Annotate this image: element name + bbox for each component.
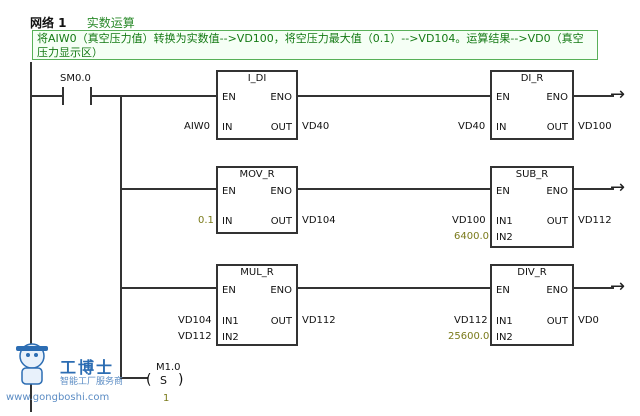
pin-in: IN bbox=[222, 216, 233, 227]
pin-out: OUT bbox=[270, 316, 292, 327]
rung-end-arrow-icon: → bbox=[610, 84, 626, 105]
coil-type[interactable]: S bbox=[160, 374, 167, 387]
operand-in2[interactable]: 25600.0 bbox=[448, 331, 490, 342]
pin-eno: ENO bbox=[546, 92, 568, 103]
rung-wire bbox=[574, 95, 614, 97]
pin-eno: ENO bbox=[270, 92, 292, 103]
operand-in[interactable]: AIW0 bbox=[184, 121, 211, 132]
contact-left-bar[interactable] bbox=[62, 87, 64, 105]
pin-in: IN bbox=[496, 122, 507, 133]
operand-in[interactable]: 0.1 bbox=[198, 215, 214, 226]
pin-en: EN bbox=[222, 92, 236, 103]
rung-end-arrow-icon: → bbox=[610, 276, 626, 297]
operand-out[interactable]: VD112 bbox=[302, 315, 336, 326]
pin-eno: ENO bbox=[546, 186, 568, 197]
pin-out: OUT bbox=[270, 122, 292, 133]
pin-eno: ENO bbox=[270, 186, 292, 197]
rung-wire bbox=[574, 287, 614, 289]
pin-eno: ENO bbox=[270, 285, 292, 296]
operand-out[interactable]: VD40 bbox=[302, 121, 330, 132]
watermark-logo bbox=[10, 338, 54, 396]
pin-en: EN bbox=[496, 186, 510, 197]
pin-in1: IN1 bbox=[496, 216, 513, 227]
operand-in2[interactable]: 6400.0 bbox=[454, 231, 489, 242]
network-header: 网络 1 实数运算 bbox=[30, 14, 135, 31]
block-name: SUB_R bbox=[515, 169, 549, 180]
block-i-di[interactable]: I_DI EN ENO IN OUT bbox=[216, 70, 298, 140]
power-rail bbox=[30, 62, 32, 412]
pin-en: EN bbox=[496, 92, 510, 103]
network-comment[interactable]: 将AIW0（真空压力值）转换为实数值-->VD100，将空压力最大值（0.1）-… bbox=[32, 30, 598, 60]
operand-out[interactable]: VD112 bbox=[578, 215, 612, 226]
pin-in1: IN1 bbox=[496, 316, 513, 327]
block-name: I_DI bbox=[247, 73, 267, 84]
block-sub-r[interactable]: SUB_R EN ENO IN1 IN2 OUT bbox=[490, 166, 574, 248]
pin-in1: IN1 bbox=[222, 316, 239, 327]
operand-out[interactable]: VD0 bbox=[578, 315, 599, 326]
contact-label: SM0.0 bbox=[60, 73, 91, 84]
block-mov-r[interactable]: MOV_R EN ENO IN OUT bbox=[216, 166, 298, 234]
coil-left-paren: ( bbox=[146, 372, 152, 388]
network-title[interactable]: 实数运算 bbox=[86, 16, 135, 30]
watermark-subtitle: 智能工厂服务商 bbox=[60, 377, 124, 387]
block-di-r[interactable]: DI_R EN ENO IN OUT bbox=[490, 70, 574, 140]
pin-out: OUT bbox=[270, 216, 292, 227]
rung-wire bbox=[574, 188, 614, 190]
contact-right-bar[interactable] bbox=[90, 87, 92, 105]
operand-out[interactable]: VD104 bbox=[302, 215, 336, 226]
watermark-url: www.gongboshi.com bbox=[6, 392, 110, 403]
pin-en: EN bbox=[496, 285, 510, 296]
rung-wire bbox=[298, 188, 490, 190]
pin-in: IN bbox=[222, 122, 233, 133]
rung-wire bbox=[32, 95, 62, 97]
rung-wire bbox=[298, 287, 490, 289]
coil-address[interactable]: M1.0 bbox=[156, 362, 181, 373]
operand-in1[interactable]: VD100 bbox=[452, 215, 486, 226]
coil-right-paren: ) bbox=[178, 372, 184, 388]
block-name: DIV_R bbox=[517, 267, 547, 278]
pin-en: EN bbox=[222, 285, 236, 296]
coil-count[interactable]: 1 bbox=[163, 393, 170, 404]
pin-in2: IN2 bbox=[496, 232, 513, 243]
pin-in2: IN2 bbox=[222, 332, 239, 343]
operand-in[interactable]: VD40 bbox=[458, 121, 486, 132]
watermark-brand: 工博士 bbox=[60, 358, 115, 377]
block-div-r[interactable]: DIV_R EN ENO IN1 IN2 OUT bbox=[490, 264, 574, 346]
rung-wire bbox=[120, 188, 216, 190]
rung-end-arrow-icon: → bbox=[610, 177, 626, 198]
block-mul-r[interactable]: MUL_R EN ENO IN1 IN2 OUT bbox=[216, 264, 298, 346]
pin-en: EN bbox=[222, 186, 236, 197]
pin-in2: IN2 bbox=[496, 332, 513, 343]
block-name: MUL_R bbox=[240, 267, 274, 278]
block-name: DI_R bbox=[520, 73, 544, 84]
operand-in1[interactable]: VD104 bbox=[178, 315, 212, 326]
block-name: MOV_R bbox=[239, 169, 275, 180]
operand-in2[interactable]: VD112 bbox=[178, 331, 212, 342]
rung-wire bbox=[120, 377, 148, 379]
rung-wire bbox=[298, 95, 490, 97]
pin-out: OUT bbox=[546, 316, 568, 327]
branch-wire bbox=[120, 95, 122, 377]
pin-out: OUT bbox=[546, 122, 568, 133]
pin-eno: ENO bbox=[546, 285, 568, 296]
rung-wire bbox=[92, 95, 216, 97]
operand-in1[interactable]: VD112 bbox=[454, 315, 488, 326]
network-label: 网络 1 bbox=[30, 16, 67, 30]
operand-out[interactable]: VD100 bbox=[578, 121, 612, 132]
pin-out: OUT bbox=[546, 216, 568, 227]
rung-wire bbox=[120, 287, 216, 289]
